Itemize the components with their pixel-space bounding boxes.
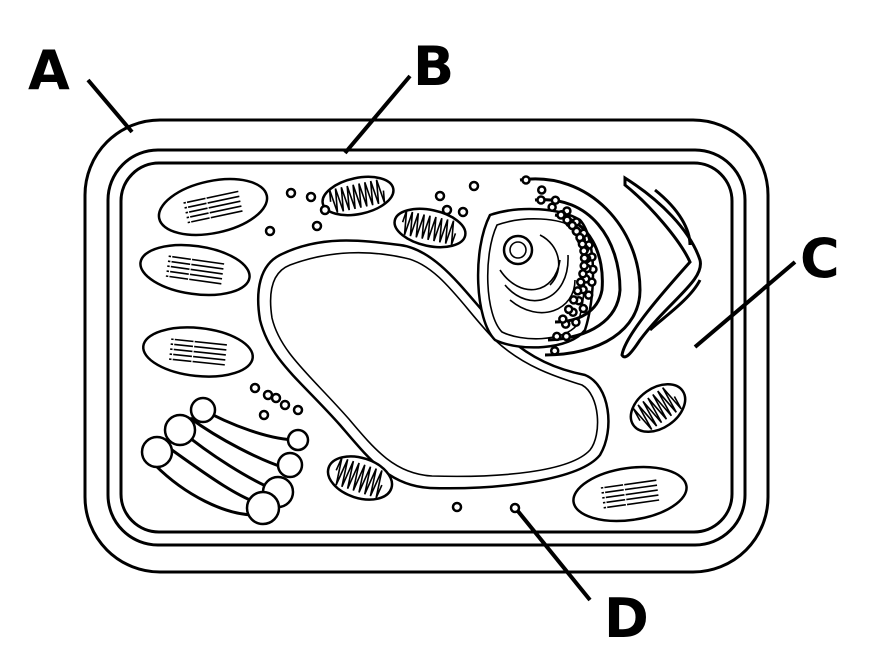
mitochondrion bbox=[629, 382, 687, 434]
ribosome bbox=[571, 317, 581, 328]
ribosome bbox=[549, 346, 560, 356]
chloroplast bbox=[157, 177, 269, 237]
vesicle bbox=[285, 187, 297, 199]
vesicle bbox=[270, 392, 282, 404]
leader-line-c bbox=[693, 260, 797, 349]
ribosome bbox=[572, 286, 583, 296]
ribosome bbox=[556, 210, 566, 220]
ribosome bbox=[521, 175, 531, 185]
ribosome bbox=[558, 314, 568, 324]
vesicle bbox=[264, 225, 276, 237]
vesicle bbox=[305, 191, 317, 203]
vesicle bbox=[441, 204, 453, 216]
chloroplast bbox=[141, 326, 255, 378]
vesicle bbox=[468, 180, 480, 192]
ribosome bbox=[563, 304, 574, 315]
central-vacuole bbox=[256, 239, 610, 490]
label-d: D bbox=[604, 587, 649, 650]
cell-membrane bbox=[119, 161, 734, 534]
vesicles bbox=[249, 180, 521, 514]
ribosome bbox=[579, 253, 590, 263]
cell-wall-inner bbox=[106, 148, 747, 547]
smooth-endoplasmic-reticulum bbox=[620, 175, 702, 359]
chloroplast bbox=[139, 243, 251, 297]
vesicle bbox=[319, 204, 331, 216]
vesicle bbox=[457, 206, 469, 218]
ribosome bbox=[536, 185, 547, 195]
nucleus bbox=[476, 207, 595, 349]
ribosome bbox=[575, 277, 586, 287]
label-b: B bbox=[413, 35, 455, 98]
label-c: C bbox=[800, 227, 840, 290]
vesicle bbox=[451, 501, 463, 513]
vesicle bbox=[279, 399, 291, 411]
ribosome bbox=[547, 202, 557, 212]
golgi-apparatus bbox=[140, 396, 310, 526]
vesicle bbox=[311, 220, 323, 232]
ribosome bbox=[579, 246, 589, 256]
ribosome bbox=[579, 261, 589, 271]
ribosome bbox=[536, 195, 546, 205]
leader-line-b bbox=[343, 74, 412, 155]
nucleolus bbox=[502, 234, 534, 266]
ribosome bbox=[567, 220, 578, 231]
leader-line-d bbox=[515, 508, 592, 602]
cell-wall-outer bbox=[83, 118, 770, 574]
ribosome bbox=[583, 290, 594, 300]
vesicle bbox=[292, 404, 304, 416]
ribosome bbox=[562, 215, 572, 225]
ribosome bbox=[578, 303, 589, 314]
ribosome bbox=[561, 331, 572, 342]
vesicle bbox=[249, 382, 261, 394]
vesicle bbox=[258, 409, 270, 421]
mitochondrion bbox=[326, 455, 394, 501]
ribosome bbox=[578, 269, 588, 279]
label-a: A bbox=[28, 39, 70, 102]
vesicle bbox=[434, 190, 446, 202]
mitochondrion bbox=[393, 207, 467, 249]
ribosome bbox=[552, 331, 562, 342]
rough-endoplasmic-reticulum bbox=[519, 175, 642, 357]
mitochondrion bbox=[321, 175, 395, 217]
ribosome bbox=[568, 295, 579, 305]
vesicle bbox=[509, 502, 521, 514]
leader-line-a bbox=[86, 78, 134, 134]
chloroplast bbox=[572, 465, 688, 523]
